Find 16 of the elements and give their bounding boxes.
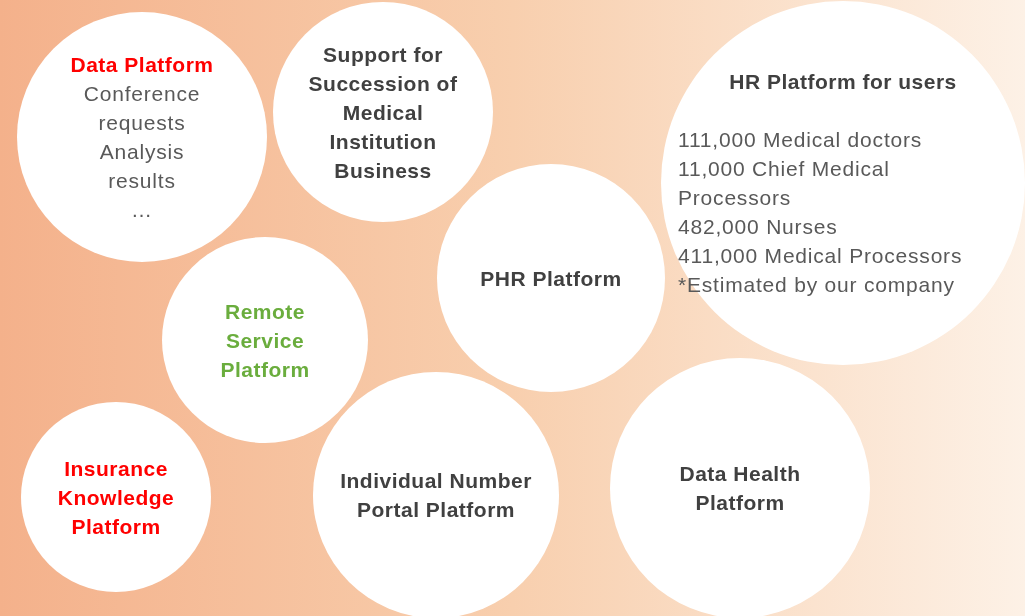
platform-title: Data Platform bbox=[70, 52, 214, 78]
platform-title: Support for Succession of Medical Institution Business bbox=[307, 41, 459, 184]
platform-detail: Analysis results bbox=[98, 139, 186, 194]
platform-detail: 411,000 Medical Processors bbox=[678, 243, 963, 269]
platform-detail: 482,000 Nurses bbox=[678, 214, 838, 240]
platform-detail: 111,000 Medical doctors bbox=[678, 127, 923, 153]
platform-detail: *Estimated by our company bbox=[678, 272, 955, 298]
platform-title: Data Health Platform bbox=[678, 461, 802, 516]
platform-title: HR Platform for users bbox=[729, 69, 957, 95]
platform-title: Individual Number Portal Platform bbox=[339, 468, 533, 523]
platform-detail: Conference requests bbox=[82, 81, 202, 136]
platform-title: Remote Service Platform bbox=[219, 298, 311, 383]
platform-title: Insurance Knowledge Platform bbox=[56, 455, 176, 540]
platform-detail: 11,000 Chief Medical Processors bbox=[678, 156, 891, 211]
platform-detail: … bbox=[131, 197, 153, 223]
platform-title: PHR Platform bbox=[480, 265, 622, 292]
